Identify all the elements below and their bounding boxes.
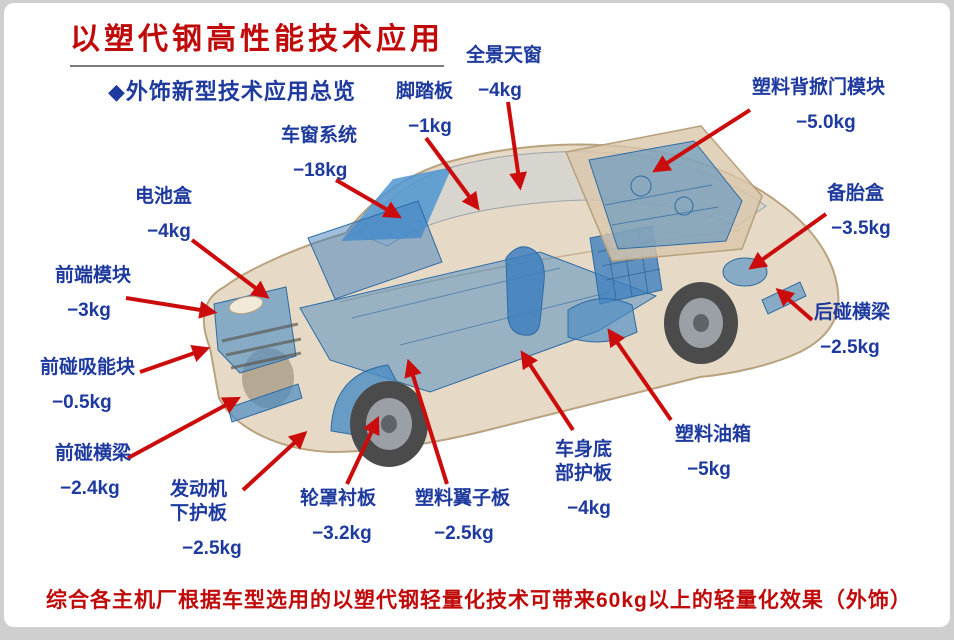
arrow-underbody-shield	[520, 350, 575, 432]
part-weight-delta: −3.2kg	[312, 522, 372, 544]
label-window-system: 车窗系统 −18kg	[281, 124, 357, 183]
part-name: 全景天窗	[466, 45, 543, 66]
part-weight-delta: −1kg	[408, 115, 452, 137]
arrow-plastic-tailgate-module	[652, 108, 752, 173]
footer-summary-note: 综合各主机厂根据车型选用的以塑代钢轻量化技术可带来60kg以上的轻量化效果（外饰…	[46, 589, 912, 612]
label-spare-tire-box: 备胎盒 −3.5kg	[827, 182, 891, 241]
label-front-crash-absorber: 前碰吸能块 −0.5kg	[40, 356, 135, 415]
rear-wheel-hub	[693, 314, 709, 332]
battery-dash-module	[307, 200, 443, 300]
arrow-plastic-fuel-tank	[607, 328, 673, 422]
part-name: 车身底部护板	[555, 439, 613, 484]
part-name: 后碰横梁	[814, 302, 891, 323]
label-battery-box: 电池盒 −4kg	[135, 185, 192, 244]
tailgate-ribs	[604, 184, 719, 226]
part-weight-delta: −2.5kg	[182, 537, 242, 559]
part-weight-delta: −2.5kg	[434, 522, 494, 544]
part-weight-delta: −4kg	[567, 497, 611, 519]
arrow-front-crash-absorber	[139, 344, 211, 374]
arrow-battery-box	[190, 238, 270, 299]
headlight	[228, 295, 264, 315]
label-plastic-fuel-tank: 塑料油箱 −5kg	[675, 423, 751, 482]
arrow-plastic-fender	[404, 358, 449, 485]
arrow-wheel-arch-liner	[345, 415, 380, 485]
arrow-rear-bumper-beam	[775, 288, 814, 322]
part-weight-delta: −2.4kg	[60, 477, 120, 499]
part-name: 备胎盒	[827, 183, 885, 204]
arrow-front-end-module	[125, 296, 218, 319]
label-panoramic-sunroof: 全景天窗 −4kg	[466, 44, 542, 103]
part-name: 脚踏板	[396, 81, 454, 102]
tailgate-hole-1	[630, 175, 652, 197]
label-plastic-tailgate-module: 塑料背掀门模块 −5.0kg	[752, 76, 885, 135]
part-weight-delta: −0.5kg	[52, 391, 112, 413]
part-name: 前端模块	[55, 265, 132, 286]
label-engine-under-shield: 发动机下护板 −2.5kg	[170, 478, 242, 560]
label-plastic-fender: 塑料翼子板 −2.5kg	[415, 487, 510, 546]
page-subtitle: ◆外饰新型技术应用总览	[108, 79, 356, 104]
part-name: 塑料油箱	[675, 424, 752, 445]
part-name: 前碰横梁	[55, 443, 132, 464]
callout-arrows	[125, 101, 828, 492]
part-weight-delta: −4kg	[478, 79, 522, 101]
part-weight-delta: −2.5kg	[820, 336, 880, 358]
front-bumper-beam-part	[227, 383, 303, 423]
label-underbody-shield: 车身底部护板 −4kg	[555, 438, 616, 520]
arrow-foot-pedal	[424, 136, 480, 211]
grille-slats	[221, 322, 302, 370]
part-name: 塑料背掀门模块	[752, 77, 886, 98]
part-weight-delta: −4kg	[147, 220, 191, 242]
arrow-panoramic-sunroof	[506, 101, 528, 191]
label-wheel-arch-liner: 轮罩衬板 −3.2kg	[300, 487, 376, 546]
label-rear-bumper-beam: 后碰横梁 −2.5kg	[814, 301, 890, 360]
front-wheel-hub	[381, 415, 397, 433]
part-weight-delta: −5kg	[687, 458, 731, 480]
arrow-front-bumper-beam	[127, 396, 241, 460]
arrow-engine-under-shield	[241, 430, 308, 492]
arrow-spare-tire-box	[748, 212, 828, 270]
part-name: 前碰吸能块	[40, 357, 136, 378]
label-front-end-module: 前端模块 −3kg	[55, 264, 131, 323]
part-name: 塑料翼子板	[415, 488, 511, 509]
part-name: 车窗系统	[281, 125, 358, 146]
car-illustration	[202, 125, 840, 467]
part-weight-delta: −3.5kg	[831, 217, 891, 239]
part-weight-delta: −5.0kg	[796, 111, 856, 133]
fuel-tank	[567, 298, 638, 343]
part-weight-delta: −3kg	[67, 299, 111, 321]
label-front-bumper-beam: 前碰横梁 −2.4kg	[55, 442, 131, 501]
front-seat	[505, 246, 545, 336]
part-name: 轮罩衬板	[300, 488, 377, 509]
page-title: 以塑代钢高性能技术应用	[70, 14, 444, 67]
label-foot-pedal: 脚踏板 −1kg	[396, 80, 453, 139]
arrow-window-system	[334, 178, 402, 219]
part-name: 电池盒	[135, 186, 193, 207]
tailgate-hole-2	[674, 196, 694, 216]
part-name: 发动机下护板	[170, 479, 228, 524]
part-weight-delta: −18kg	[293, 159, 348, 181]
